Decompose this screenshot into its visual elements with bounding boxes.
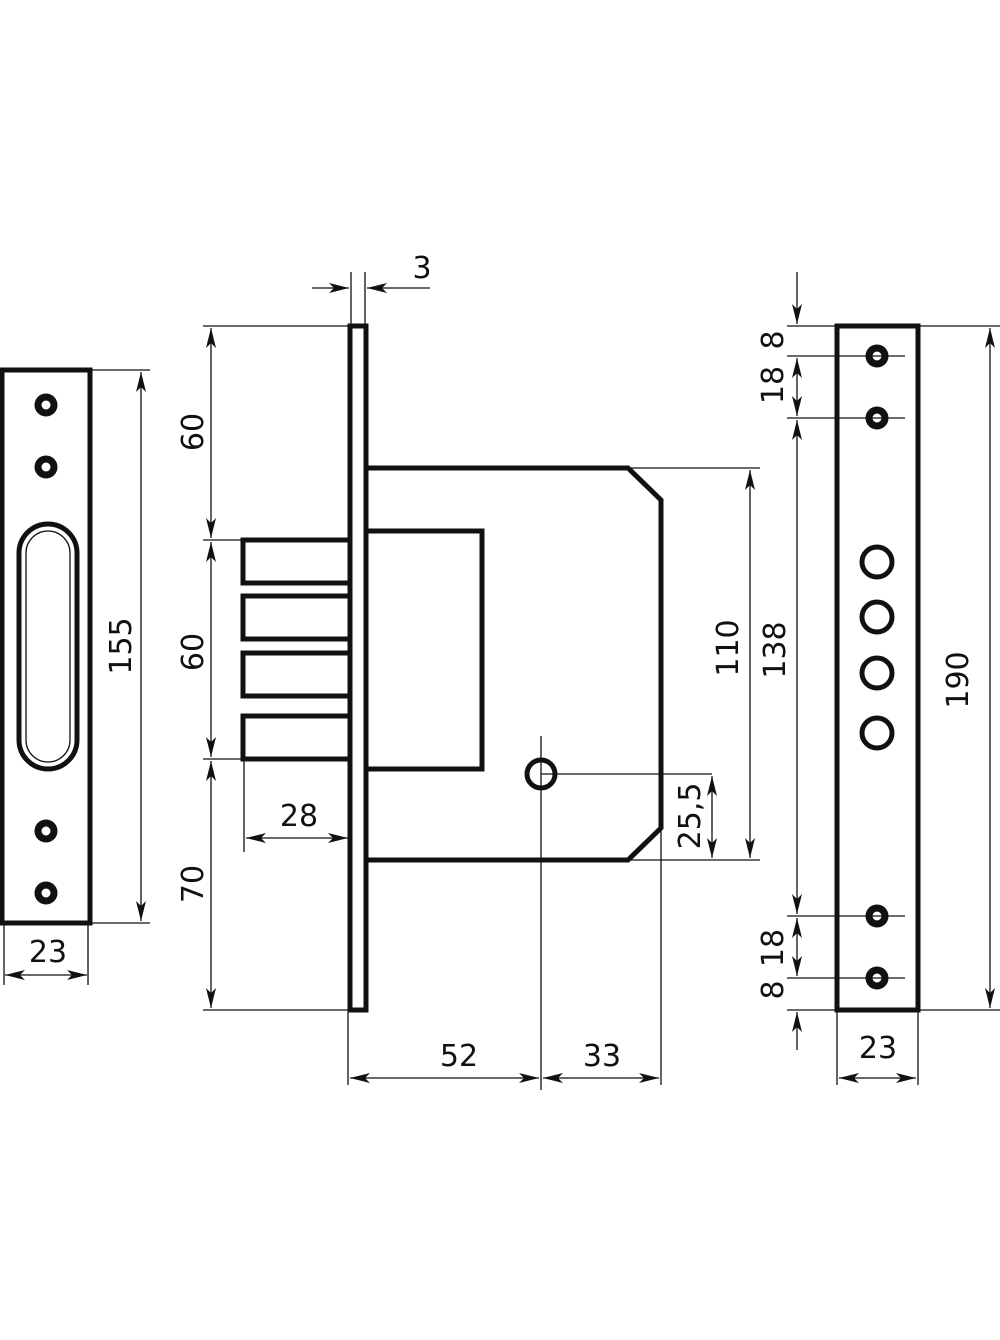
left-plate-bolt-slot-inner [25, 530, 71, 763]
bolt [240, 713, 353, 762]
dim-label-body-height: 110 [711, 619, 746, 676]
left-plate-screw-hole [34, 819, 58, 843]
left-plate-screw-hole [34, 455, 58, 479]
right-plate-bolt-hole [859, 544, 895, 580]
right-plate-bolt-hole [859, 715, 895, 751]
lock-body-side-view: 3 60 60 70 28 110 25,5 52 33 [176, 251, 760, 1090]
left-plate-bolt-slot [16, 521, 80, 772]
left-plate-outline [0, 367, 93, 926]
dim-label-faceplate-thickness: 3 [412, 251, 431, 286]
dim-label-left-plate-height: 155 [104, 617, 139, 674]
dim-label-top-hole-spacing: 18 [756, 366, 791, 404]
dim-label-right-plate-width: 23 [859, 1031, 897, 1066]
right-plate-bolt-hole [859, 599, 895, 635]
right-faceplate-front-view: 8 18 138 18 8 190 23 [756, 272, 1000, 1085]
dim-label-bottom-hole-spacing: 18 [756, 929, 791, 967]
dim-label-keyhole-offset: 25,5 [673, 783, 708, 850]
left-plate-screw-hole [34, 881, 58, 905]
bolt [240, 593, 353, 642]
dim-label-top-to-bolts: 60 [176, 413, 211, 451]
bolt-carriage [368, 528, 485, 772]
dim-label-bottom-margin: 8 [756, 980, 791, 999]
lock-case-outline [368, 465, 664, 863]
dim-label-top-margin: 8 [756, 330, 791, 349]
dim-label-right-plate-height: 190 [941, 651, 976, 708]
dim-label-bolts-span: 60 [176, 633, 211, 671]
right-plate-outline [834, 323, 921, 1013]
left-strike-plate: 155 23 [0, 367, 150, 985]
dim-label-inner-hole-span: 138 [758, 621, 793, 678]
right-plate-bolt-hole [859, 655, 895, 691]
dim-label-keyhole-to-back: 33 [583, 1039, 621, 1074]
bolt [240, 537, 353, 586]
dim-label-bolts-to-bottom: 70 [176, 865, 211, 903]
bolt [240, 650, 353, 699]
dim-label-backset: 52 [440, 1039, 478, 1074]
dim-label-left-plate-width: 23 [29, 935, 67, 970]
left-plate-screw-hole [34, 393, 58, 417]
dim-label-bolt-projection: 28 [280, 799, 318, 834]
